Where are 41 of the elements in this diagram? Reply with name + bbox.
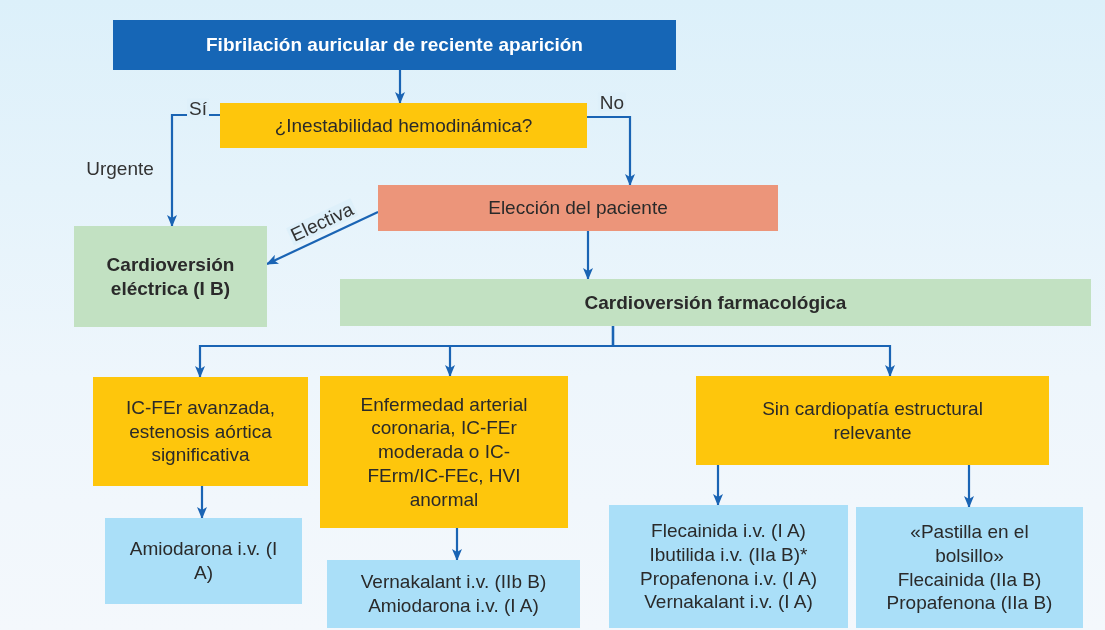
node-text: Elección del paciente: [488, 196, 668, 220]
node-text: Ibutilida i.v. (IIa B)*: [649, 542, 808, 567]
arrow: [266, 211, 379, 265]
title-box: [113, 20, 676, 70]
arrow: [395, 70, 405, 104]
node-text: Cardioversión eléctrica (I B): [105, 252, 236, 301]
node-text: Sin cardiopatía estructural relevante: [761, 396, 984, 445]
node-text: Cardioversión farmacológica: [584, 290, 847, 315]
arrow: [611, 326, 895, 377]
node-text: Fibrilación auricular de reciente aparición: [206, 33, 583, 57]
node-text: «Pastilla en el bolsillo»: [909, 520, 1030, 568]
arrow: [583, 231, 593, 280]
arrow: [964, 465, 974, 508]
node-text: Enfermedad arterial coronaria, IC-FEr moderada o IC-FErm/IC-FEc, HVI anormal: [359, 392, 529, 512]
node-text: Propafenona (IIa B): [886, 591, 1053, 615]
drug-box: [105, 518, 302, 604]
choice-box: [378, 185, 778, 231]
node-text: Amiodarona i.v. (I A): [368, 594, 539, 618]
node-text: Propafenona i.v. (I A): [639, 566, 818, 591]
decision-box: [220, 103, 587, 148]
arrow: [197, 486, 207, 519]
node-text: IC-FEr avanzada, estenosis aórtica significativa: [125, 395, 276, 468]
branch-label: Urgente: [86, 158, 154, 178]
condition-box: [696, 376, 1049, 465]
treatment-box: [340, 279, 1091, 326]
node-text: Vernakalant i.v. (I A): [644, 590, 813, 614]
arrow: [713, 465, 723, 506]
condition-box: [93, 377, 308, 486]
treatment-box: [74, 226, 267, 327]
arrow: [452, 528, 462, 561]
arrow: [167, 113, 220, 227]
node-text: ¿Inestabilidad hemodinámica?: [274, 113, 533, 138]
drug-box: [327, 560, 580, 628]
condition-box: [320, 376, 568, 528]
node-text: Vernakalant i.v. (IIb B): [360, 570, 547, 594]
node-text: Amiodarona i.v. (I A): [128, 537, 279, 585]
drug-box: [856, 507, 1083, 628]
arrow: [587, 115, 635, 186]
node-text: Flecainida i.v. (I A): [651, 519, 806, 543]
drug-box: [609, 505, 848, 628]
node-text: Flecainida (IIa B): [897, 567, 1042, 592]
